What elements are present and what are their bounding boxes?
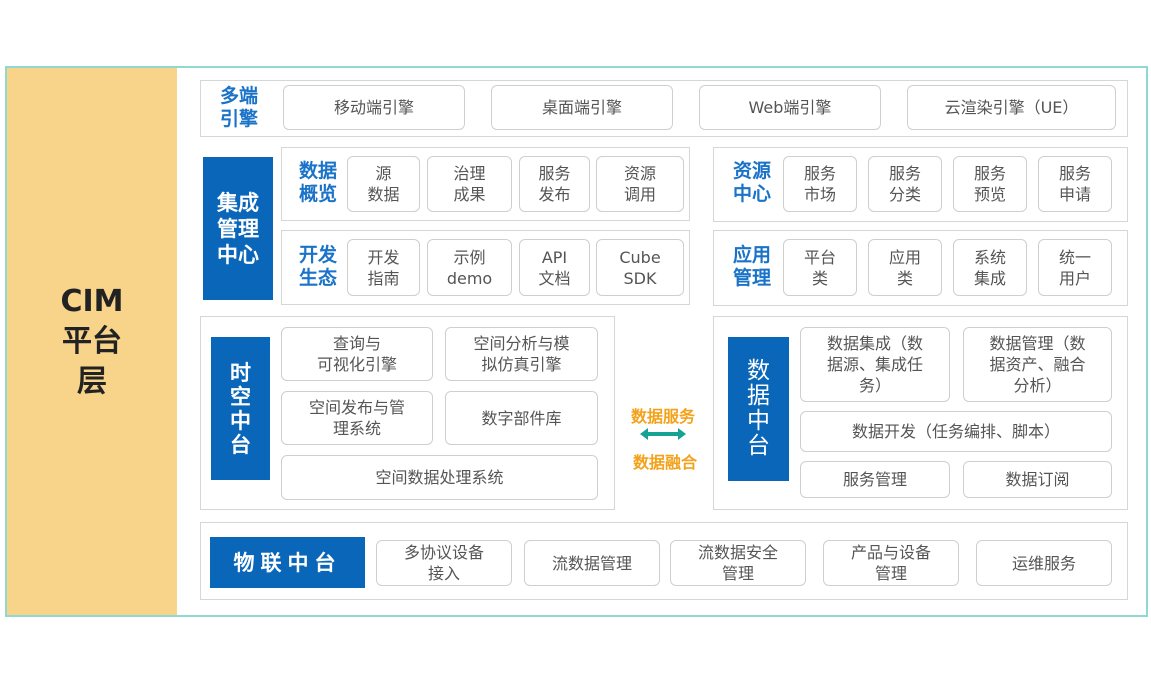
integration-center-label: 集成 管理 中心 [203,157,273,300]
bidirectional-arrow-icon [640,428,686,440]
resource-center-label: 资源 中心 [732,160,771,205]
resource-item[interactable]: 服务 预览 [953,156,1027,212]
data-platform-item[interactable]: 服务管理 [800,461,950,498]
iot-item[interactable]: 运维服务 [976,540,1112,586]
data-platform-item[interactable]: 数据集成（数 据源、集成任 务） [800,327,950,402]
cim-platform-layer-label: CIM 平台 层 [7,68,177,615]
spatiotemporal-item[interactable]: 空间分析与模 拟仿真引擎 [445,327,598,381]
spatiotemporal-item[interactable]: 数字部件库 [445,391,598,445]
overview-item[interactable]: 服务 发布 [519,156,590,212]
spatiotemporal-item[interactable]: 空间数据处理系统 [281,455,598,500]
dev-item[interactable]: API 文档 [519,239,590,296]
overview-item[interactable]: 源 数据 [347,156,420,212]
spatiotemporal-label: 时 空 中 台 [211,337,270,480]
diagram-frame [5,66,1148,617]
app-management-label: 应用 管理 [732,244,771,289]
iot-item[interactable]: 流数据安全 管理 [670,540,806,586]
app-item[interactable]: 统一 用户 [1038,239,1112,296]
data-overview-label: 数据 概览 [298,160,337,205]
dev-item[interactable]: Cube SDK [596,239,684,296]
overview-item[interactable]: 治理 成果 [427,156,512,212]
resource-item[interactable]: 服务 分类 [868,156,942,212]
spatiotemporal-item[interactable]: 空间发布与管 理系统 [281,391,433,445]
engine-item[interactable]: Web端引擎 [699,85,881,130]
data-fusion-label: 数据融合 [632,453,697,472]
data-service-label: 数据服务 [630,407,695,426]
engine-item[interactable]: 桌面端引擎 [491,85,673,130]
data-platform-item[interactable]: 数据订阅 [963,461,1112,498]
iot-item[interactable]: 多协议设备 接入 [376,540,512,586]
resource-item[interactable]: 服务 市场 [783,156,857,212]
resource-item[interactable]: 服务 申请 [1038,156,1112,212]
dev-ecosystem-label: 开发 生态 [298,244,337,289]
iot-platform-label: 物联中台 [210,537,365,588]
spatiotemporal-item[interactable]: 查询与 可视化引擎 [281,327,433,381]
dev-item[interactable]: 开发 指南 [347,239,420,296]
engine-item[interactable]: 云渲染引擎（UE） [907,85,1116,130]
engine-item[interactable]: 移动端引擎 [283,85,465,130]
overview-item[interactable]: 资源 调用 [596,156,684,212]
iot-item[interactable]: 产品与设备 管理 [823,540,959,586]
app-item[interactable]: 应用 类 [868,239,942,296]
platform-label-text: CIM 平台 层 [60,283,124,399]
data-platform-item[interactable]: 数据管理（数 据资产、融合 分析） [963,327,1112,402]
data-platform-item[interactable]: 数据开发（任务编排、脚本） [800,411,1112,452]
dev-item[interactable]: 示例 demo [427,239,512,296]
app-item[interactable]: 系统 集成 [953,239,1027,296]
iot-item[interactable]: 流数据管理 [524,540,660,586]
data-platform-label: 数 据 中 台 [728,337,789,481]
app-item[interactable]: 平台 类 [783,239,857,296]
multi-engine-label: 多端 引擎 [219,85,258,130]
